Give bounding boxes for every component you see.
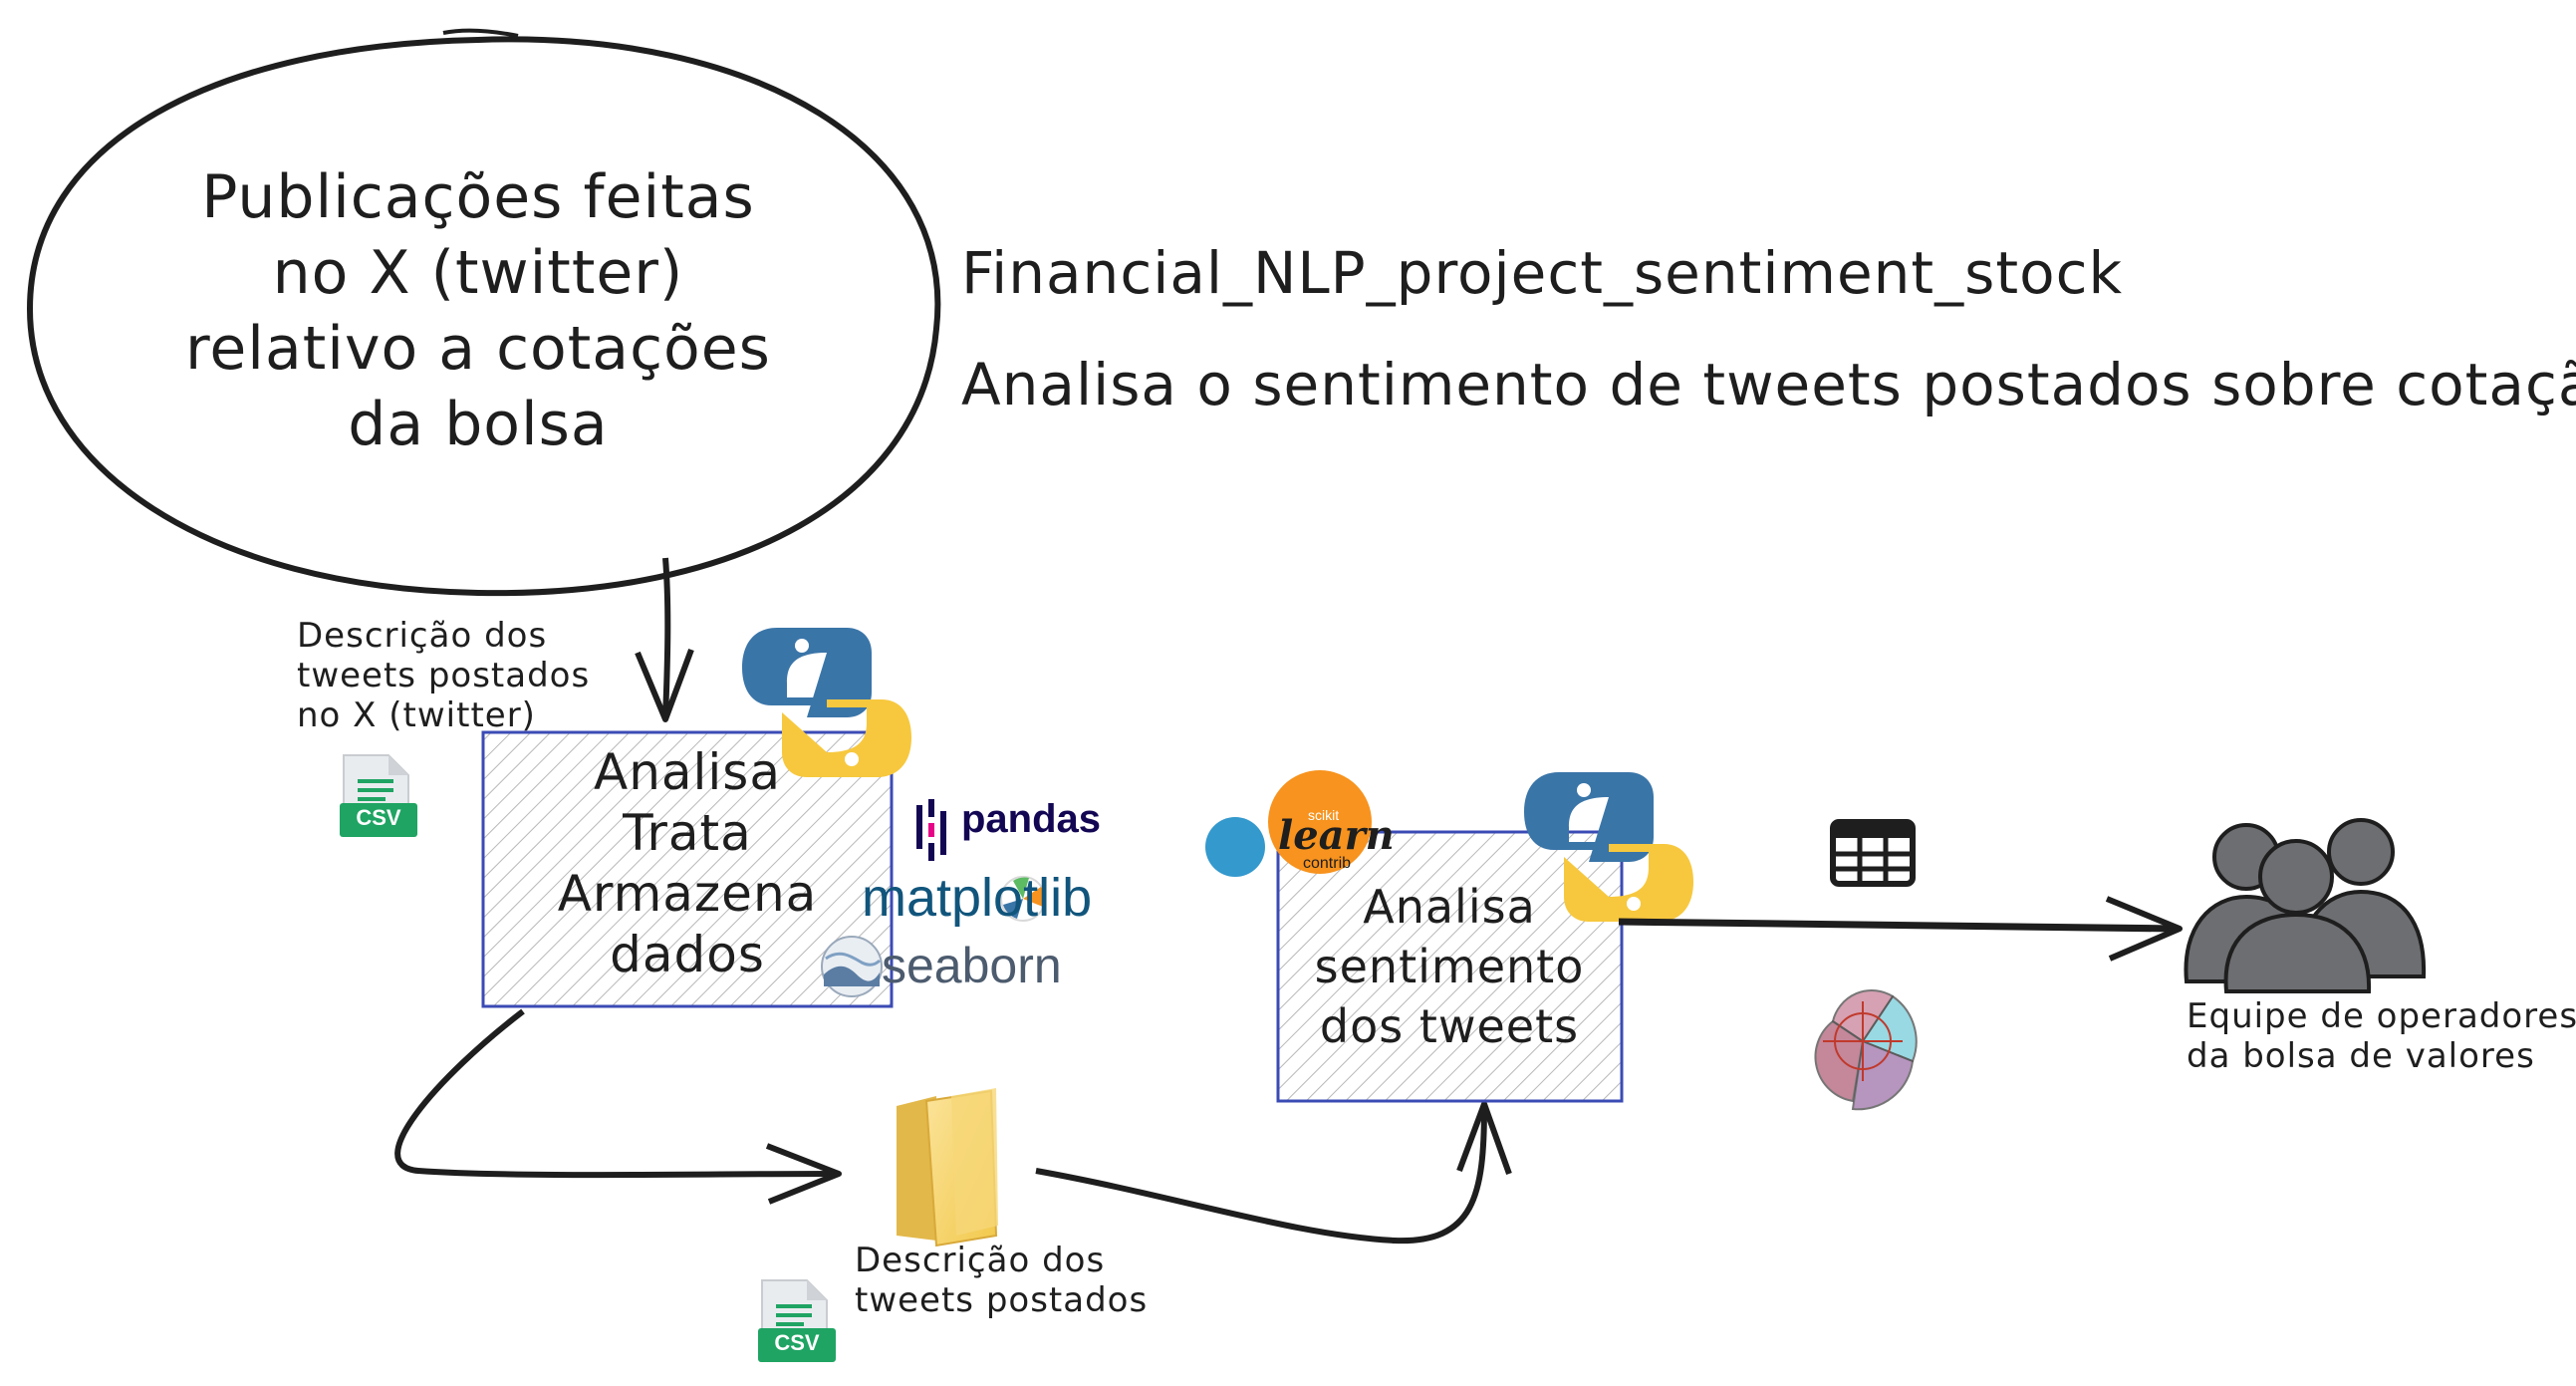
csv-badge-stored: CSV [774, 1330, 820, 1355]
arrow-sentiment-to-consumers [1618, 896, 2183, 962]
folder-icon [897, 1088, 998, 1247]
polar-chart-thumbnail [1814, 989, 1918, 1111]
process-line: Trata [623, 804, 752, 862]
input-file-line: Descrição dos [297, 616, 548, 656]
sklearn-top-label: scikit [1308, 807, 1340, 823]
sklearn-main-label: learn [1278, 812, 1395, 859]
arrow-process-to-folder [394, 1008, 842, 1205]
process-line: Analisa [593, 743, 781, 801]
stored-file-description: Descrição dos tweets postados [855, 1241, 1148, 1320]
csv-file-icon-stored [758, 1279, 836, 1362]
source-ellipse [26, 28, 941, 597]
python-logo-process [742, 628, 911, 777]
consumers-description: Equipe de operadores da bolsa de valores [2187, 996, 2576, 1076]
input-file-line: no X (twitter) [297, 695, 536, 735]
source-line: relativo a cotações [185, 314, 771, 384]
stored-file-line: tweets postados [855, 1280, 1149, 1320]
process-line: dados [610, 926, 765, 983]
sentiment-box-text: Analisa sentimento dos tweets [1285, 877, 1614, 1056]
arrow-folder-to-sentiment [1035, 1101, 1512, 1245]
input-file-description: Descrição dos tweets postados no X (twit… [297, 616, 590, 735]
sklearn-logo [1205, 770, 1372, 877]
pandas-label: pandas [961, 797, 1102, 841]
source-line: da bolsa [348, 390, 609, 459]
seaborn-label: seaborn [882, 938, 1062, 993]
project-name: Financial_NLP_project_sentiment_stock [961, 239, 2124, 307]
people-group-icon [2184, 818, 2427, 993]
pandas-icon [916, 799, 946, 861]
source-line: Publicações feitas [201, 162, 755, 232]
stored-file-line: Descrição dos [855, 1241, 1106, 1280]
csv-file-icon-input [340, 754, 417, 837]
arrow-source-to-process [635, 557, 694, 722]
matplotlib-label: matplotlib [862, 868, 1093, 928]
consumers-line: Equipe de operadores [2187, 996, 2576, 1036]
seaborn-logo-icon [821, 936, 883, 997]
consumers-line: da bolsa de valores [2187, 1036, 2535, 1076]
sklearn-bottom-label: contrib [1303, 855, 1352, 872]
sentiment-line: sentimento [1314, 940, 1585, 993]
input-file-line: tweets postados [297, 656, 591, 695]
process-box-text: Analisa Trata Armazena dados [493, 742, 882, 985]
source-text: Publicações feitas no X (twitter) relati… [149, 159, 807, 462]
matplotlib-wheel-icon [1000, 876, 1046, 922]
csv-badge-input: CSV [356, 805, 401, 830]
source-line: no X (twitter) [272, 238, 684, 308]
python-logo-sentiment [1524, 772, 1693, 922]
sentiment-line: dos tweets [1319, 999, 1580, 1053]
sentiment-line: Analisa [1363, 880, 1536, 934]
process-line: Armazena [557, 865, 818, 923]
project-description: Analisa o sentimento de tweets postados … [961, 351, 2576, 418]
table-icon [1830, 819, 1916, 887]
